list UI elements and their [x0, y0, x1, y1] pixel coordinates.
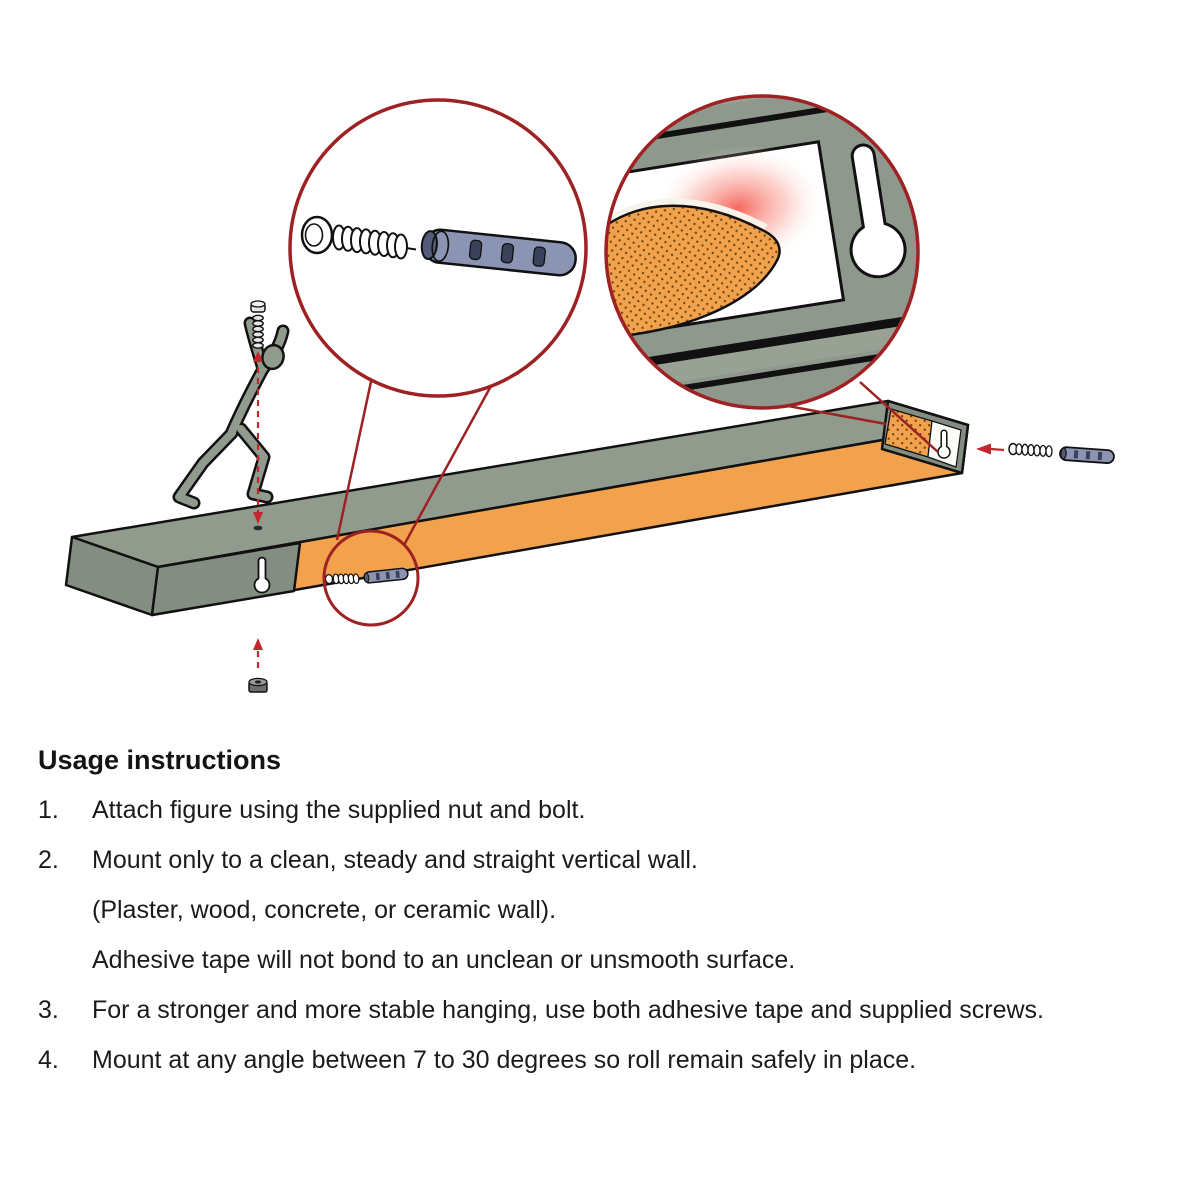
screw-anchor-right [976, 442, 1115, 464]
screw-icon [324, 573, 334, 585]
shelf [64, 399, 970, 617]
instructions-title: Usage instructions [38, 745, 282, 775]
arrow-up [253, 638, 263, 650]
keyhole-icon [849, 143, 907, 279]
screw-icon [300, 215, 417, 260]
instruction-item-2: 2. Mount only to a clean, steady and str… [38, 846, 1153, 996]
instruction-item-3: 3. For a stronger and more stable hangin… [38, 996, 1153, 1046]
usage-instructions: Usage instructions 1. Attach figure usin… [38, 744, 1153, 1096]
adhesive-tape [606, 204, 781, 338]
item-number: 2. [38, 846, 59, 874]
item-number: 1. [38, 796, 59, 824]
magnifier-left [288, 98, 588, 398]
arrow-left [976, 443, 991, 455]
instruction-text: Mount only to a clean, steady and straig… [92, 846, 698, 874]
wall-anchor-icon [420, 228, 577, 277]
screw-icon [1008, 442, 1053, 458]
nut-icon [248, 677, 268, 693]
instruction-text: (Plaster, wood, concrete, or ceramic wal… [92, 896, 557, 924]
instruction-text: Mount at any angle between 7 to 30 degre… [92, 1046, 917, 1074]
instruction-text: Attach figure using the supplied nut and… [92, 796, 586, 824]
figure-head [261, 343, 285, 371]
item-number: 3. [38, 996, 59, 1024]
climbing-figure [172, 316, 290, 510]
instruction-diagram [64, 94, 1115, 693]
detail-circle-small [322, 529, 420, 627]
arrow-down [253, 512, 263, 524]
instruction-item-4: 4. Mount at any angle between 7 to 30 de… [38, 1046, 1153, 1096]
instruction-text: Adhesive tape will not bond to an unclea… [92, 946, 796, 974]
magnifier-right [604, 94, 920, 410]
mount-hole [253, 525, 263, 531]
instruction-item-1: 1. Attach figure using the supplied nut … [38, 796, 1153, 846]
instruction-text: For a stronger and more stable hanging, … [92, 996, 1044, 1024]
item-number: 4. [38, 1046, 59, 1074]
wall-anchor-icon [1059, 446, 1115, 464]
keyhole-icon [253, 556, 271, 594]
bolt-icon [250, 300, 266, 349]
arrow-up [253, 351, 263, 362]
tape-curl-edge [606, 198, 768, 232]
